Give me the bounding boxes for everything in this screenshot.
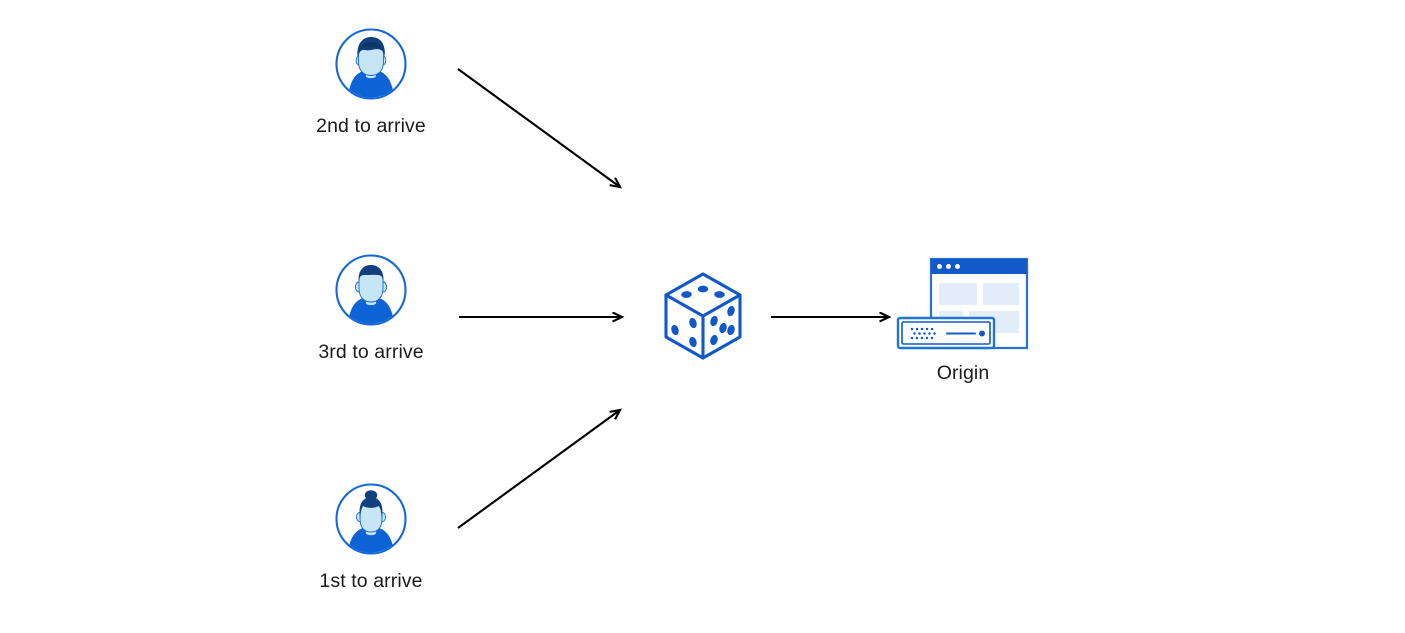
node-label-client-1st: 1st to arrive — [319, 570, 423, 592]
node-label-client-3rd: 3rd to arrive — [318, 341, 424, 363]
dice-icon — [664, 272, 742, 360]
server-device-icon — [896, 316, 996, 350]
node-label-client-2nd: 2nd to arrive — [316, 115, 426, 137]
origin-server-icon — [896, 257, 1029, 350]
arrow-2nd-to-dice — [457, 68, 620, 187]
node-label-origin: Origin — [936, 362, 990, 384]
node-origin-server[interactable]: Origin — [893, 256, 1033, 384]
user-avatar-icon — [335, 483, 407, 555]
node-client-1st[interactable]: 1st to arrive — [319, 482, 422, 592]
user-avatar-icon — [335, 28, 407, 100]
user-avatar-icon — [335, 254, 407, 326]
node-client-2nd[interactable]: 2nd to arrive — [316, 27, 426, 137]
node-client-3rd[interactable]: 3rd to arrive — [318, 253, 424, 363]
node-random-selector[interactable] — [661, 271, 745, 366]
arrow-1st-to-dice — [457, 410, 620, 529]
